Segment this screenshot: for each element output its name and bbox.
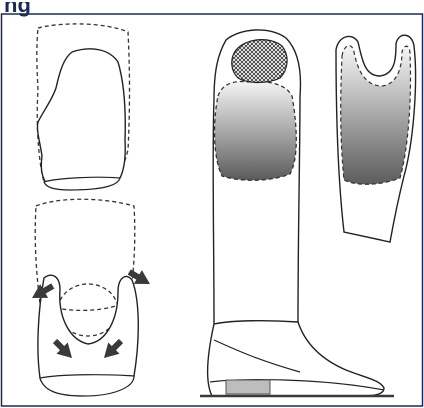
socket-compression-view [28, 199, 154, 396]
heel-block [226, 380, 270, 394]
liner-shaded-region [341, 46, 411, 185]
socket-compression-base [40, 375, 134, 396]
socket-top-inner-shape [37, 49, 125, 189]
mesh-pad-icon [232, 40, 287, 83]
socket-top-view [37, 24, 130, 190]
socket-liner-detail [336, 35, 416, 242]
socket-top-base-ring [44, 177, 120, 190]
leg-socket-shaded-region [215, 82, 297, 181]
